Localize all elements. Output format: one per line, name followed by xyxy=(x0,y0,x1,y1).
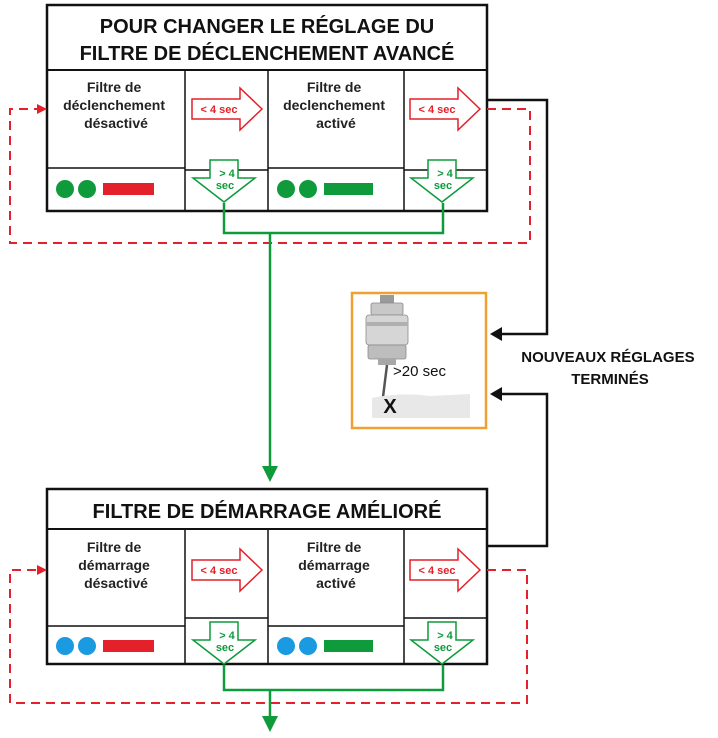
probe-timer-label: >20 sec xyxy=(393,363,446,380)
top-loop-arrowhead xyxy=(37,104,47,114)
top-right-led-indicator xyxy=(277,180,373,198)
bottom-right-led-indicator xyxy=(277,637,373,655)
black-connector-top-arrowhead xyxy=(490,327,502,341)
svg-text:< 4 sec: < 4 sec xyxy=(200,565,237,577)
top-left-cell-label: Filtre de déclenchement désactivé xyxy=(63,79,169,131)
bottom-panel-title: FILTRE DE DÉMARRAGE AMÉLIORÉ xyxy=(93,500,442,523)
green-connector-arrowhead xyxy=(262,466,278,482)
svg-text:< 4 sec: < 4 sec xyxy=(418,104,455,116)
probe-photo: >20 sec X xyxy=(350,291,488,430)
green-exit-connector xyxy=(222,665,445,722)
probe-icon xyxy=(365,295,470,418)
svg-text:< 4 sec: < 4 sec xyxy=(418,565,455,577)
green-exit-arrowhead xyxy=(262,716,278,732)
bottom-panel: FILTRE DE DÉMARRAGE AMÉLIORÉ Filtre de d… xyxy=(45,487,489,666)
completion-label: NOUVEAUX RÉGLAGES TERMINÉS xyxy=(521,349,699,388)
top-short-press-arrow-1: < 4 sec xyxy=(191,86,264,132)
bottom-left-led-indicator xyxy=(56,637,154,655)
green-connector xyxy=(222,203,445,472)
top-panel: POUR CHANGER LE RÉGLAGE DU FILTRE DE DÉC… xyxy=(45,3,489,213)
top-left-led-indicator xyxy=(56,180,154,198)
probe-x-mark: X xyxy=(383,396,397,418)
black-connector-bottom xyxy=(487,392,549,548)
bottom-short-press-arrow-2: < 4 sec xyxy=(409,547,482,593)
top-short-press-arrow-2: < 4 sec xyxy=(409,86,482,132)
svg-text:< 4 sec: < 4 sec xyxy=(200,104,237,116)
bottom-cycle-loop xyxy=(9,569,528,704)
bottom-loop-arrowhead xyxy=(37,565,47,575)
top-panel-title-line2: FILTRE DE DÉCLENCHEMENT AVANCÉ xyxy=(80,42,455,65)
top-panel-title-line1: POUR CHANGER LE RÉGLAGE DU xyxy=(100,15,434,38)
bottom-right-cell-label: Filtre de démarrage activé xyxy=(298,539,373,591)
bottom-left-cell-label: Filtre de démarrage désactivé xyxy=(78,539,153,591)
black-connector-bottom-arrowhead xyxy=(490,387,502,401)
black-connector-top xyxy=(487,98,549,336)
top-right-cell-label: Filtre de declenchement activé xyxy=(283,79,389,131)
bottom-short-press-arrow-1: < 4 sec xyxy=(191,547,264,593)
